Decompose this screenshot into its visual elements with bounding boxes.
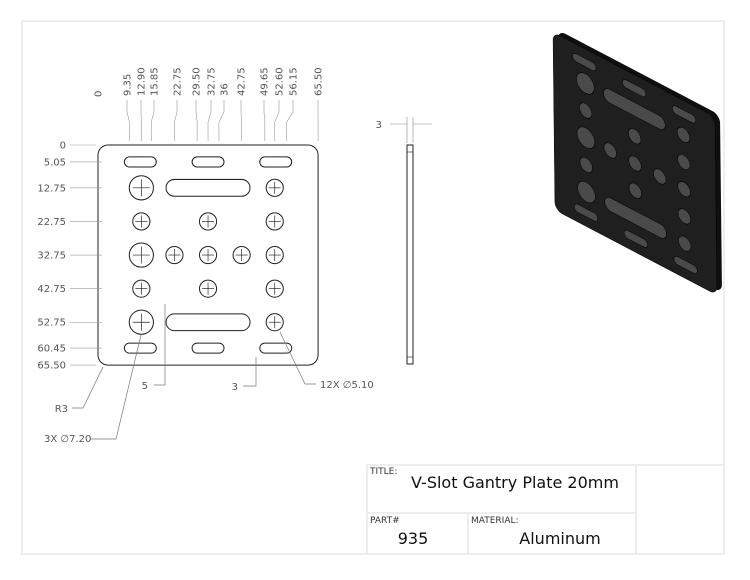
top-dimension-label: 29.50 xyxy=(192,67,203,96)
large-hole xyxy=(577,180,596,204)
top-dimension-label: 49.65 xyxy=(260,67,271,96)
isometric-view xyxy=(552,33,722,293)
top-dimension-label: 42.75 xyxy=(237,67,248,96)
left-dimension-label: 65.50 xyxy=(37,361,66,372)
small-hole xyxy=(676,126,691,143)
part-label: PART# xyxy=(370,516,400,526)
extension-line xyxy=(286,100,294,141)
plate-3d xyxy=(552,34,718,293)
side-view: 3 xyxy=(376,117,432,365)
small-hole xyxy=(677,208,691,225)
small-hole xyxy=(579,156,593,173)
left-dimension-label: 52.75 xyxy=(37,318,66,329)
extension-line xyxy=(218,100,225,141)
extension-line xyxy=(240,100,242,141)
leader-line xyxy=(279,331,316,385)
long-slot xyxy=(603,88,666,130)
top-dimension-label: 9.35 xyxy=(123,74,134,96)
front-plate xyxy=(97,144,319,366)
long-slot xyxy=(604,197,667,239)
corner-radius-callout: R3 xyxy=(55,404,68,415)
top-dimension-label: 0 xyxy=(94,91,105,97)
top-dimension-label: 52.60 xyxy=(275,67,286,96)
thickness-dimension: 3 xyxy=(376,120,382,131)
extension-line xyxy=(195,100,198,141)
large-hole-callout: 3X ∅7.20 xyxy=(44,434,91,445)
extension-line xyxy=(207,100,212,141)
small-hole xyxy=(628,155,642,172)
title-label: TITLE: xyxy=(369,467,397,477)
left-dimension-label: 12.75 xyxy=(37,183,66,194)
material-label: MATERIAL: xyxy=(471,516,519,526)
long-slot xyxy=(165,313,251,332)
short-slot xyxy=(671,105,696,124)
top-dimension-label: 12.90 xyxy=(137,67,148,96)
top-dimension-label: 36 xyxy=(220,83,231,96)
extension-line xyxy=(126,100,130,141)
short-slot xyxy=(123,342,157,354)
slot-gap-dimension: 3 xyxy=(232,382,238,393)
small-hole xyxy=(677,181,691,198)
small-hole xyxy=(678,235,692,252)
left-dimension-label: 0 xyxy=(60,141,66,152)
left-dimension-label: 60.45 xyxy=(37,344,66,355)
material-value: Aluminum xyxy=(519,529,600,548)
large-hole xyxy=(576,126,596,149)
extension-line xyxy=(150,100,155,141)
small-hole xyxy=(653,168,667,185)
short-slot xyxy=(259,342,293,354)
short-slot xyxy=(191,156,225,168)
side-profile xyxy=(406,144,414,365)
large-hole xyxy=(576,72,595,95)
short-slot xyxy=(673,255,698,274)
leader-line xyxy=(243,357,257,387)
small-hole xyxy=(628,128,642,145)
top-dimension-label: 32.75 xyxy=(207,67,218,96)
left-dimension-label: 22.75 xyxy=(37,217,66,228)
long-slot xyxy=(165,178,251,197)
drawing-title: V-Slot Gantry Plate 20mm xyxy=(411,473,619,492)
small-hole xyxy=(677,154,691,171)
title-block: TITLE: V-Slot Gantry Plate 20mm PART# 93… xyxy=(366,464,725,555)
top-dimension-label: 65.50 xyxy=(314,67,325,96)
left-dimension-label: 5.05 xyxy=(44,157,66,168)
small-hole-callout: 12X ∅5.10 xyxy=(320,380,374,391)
short-slot xyxy=(572,53,597,72)
small-hole xyxy=(628,182,642,199)
short-slot xyxy=(123,156,157,168)
part-number: 935 xyxy=(398,529,429,548)
extension-line xyxy=(263,100,266,141)
leader-line xyxy=(72,366,104,409)
extension-line xyxy=(274,100,280,141)
leader-line xyxy=(154,304,166,386)
short-slot xyxy=(623,229,648,248)
short-slot xyxy=(191,342,225,354)
slot-width-dimension: 5 xyxy=(142,381,148,392)
small-hole xyxy=(603,142,617,159)
left-dimension-label: 32.75 xyxy=(37,251,66,262)
top-dimension-label: 56.15 xyxy=(289,67,300,96)
top-dimension-label: 15.85 xyxy=(150,67,161,96)
short-slot xyxy=(622,79,647,98)
leader-line xyxy=(90,334,142,440)
front-view xyxy=(97,144,319,366)
left-dimension-label: 42.75 xyxy=(37,284,66,295)
short-slot xyxy=(574,203,599,222)
extension-line xyxy=(174,100,178,141)
short-slot xyxy=(259,156,293,168)
small-hole xyxy=(579,102,593,119)
top-dimension-label: 22.75 xyxy=(173,67,184,96)
